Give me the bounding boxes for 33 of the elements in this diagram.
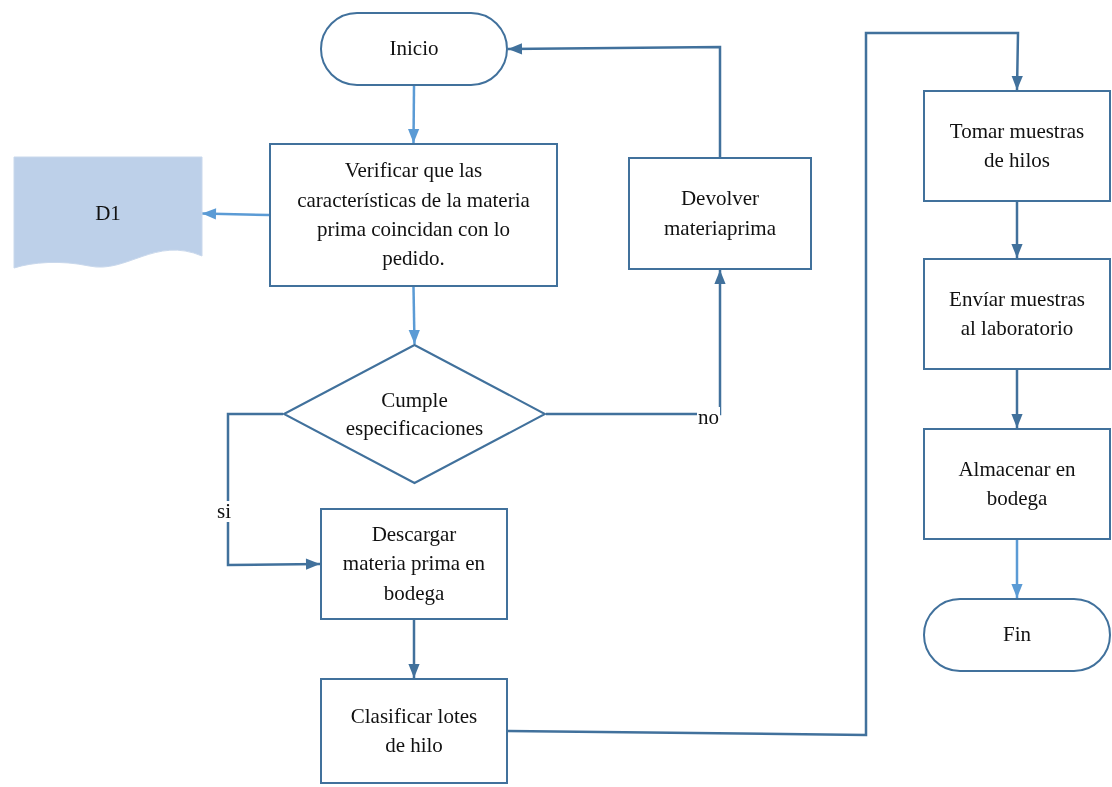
node-text: Devolver materiaprima — [663, 185, 777, 242]
decision-diamond — [283, 344, 546, 484]
arrow — [546, 270, 726, 416]
node-text: Tomar muestras de hilos — [948, 117, 1086, 174]
process-box — [923, 428, 1111, 540]
process-box — [320, 678, 508, 784]
node-text: Verificar que las características de la materia prima coincidan con lo pedido. — [296, 157, 531, 273]
process-box — [923, 258, 1111, 370]
process-box — [628, 157, 812, 270]
node-text: Inicio — [388, 35, 440, 63]
arrow — [226, 412, 320, 570]
arrow — [201, 208, 270, 220]
arrow — [508, 43, 722, 157]
edge-label: si — [216, 501, 232, 522]
arrow — [1011, 540, 1023, 598]
process-box — [923, 90, 1111, 202]
arrow — [408, 620, 420, 678]
node-text: Cumple especificaciones — [344, 386, 485, 442]
terminal-shape — [923, 598, 1111, 672]
arrow — [408, 86, 420, 143]
node-text: Clasificar lotes de hilo — [349, 702, 479, 759]
node-text: Envíar muestras al laboratorio — [948, 285, 1086, 342]
arrow — [408, 286, 420, 345]
node-text: Fin — [1002, 621, 1032, 649]
node-text: Descargar materia prima en bodega — [341, 520, 487, 607]
node-text: D1 — [94, 199, 122, 227]
arrow — [1011, 202, 1023, 258]
process-box — [269, 143, 558, 287]
arrow — [1011, 370, 1023, 428]
node-text: Almacenar en bodega — [957, 455, 1077, 512]
process-box — [320, 508, 508, 620]
document-shape — [14, 157, 202, 270]
arrow — [508, 31, 1023, 737]
